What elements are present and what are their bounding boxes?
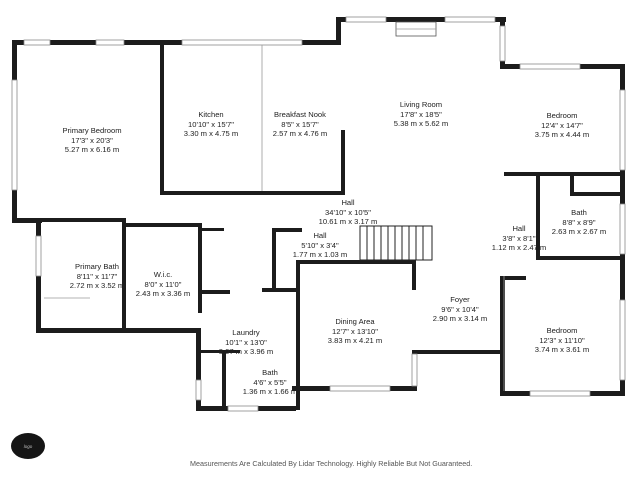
room-metric: 3.30 m x 4.75 m xyxy=(183,129,239,139)
room-imperial: 12'4" x 14'7" xyxy=(541,120,583,130)
room-name: Living Room xyxy=(399,100,443,109)
room-bath-bottom: Bath 4'6" x 5'5" 1.36 m x 1.66 m xyxy=(243,368,297,397)
room-metric: 2.72 m x 3.52 m xyxy=(69,281,125,291)
room-imperial: 4'6" x 5'5" xyxy=(253,377,287,387)
room-hall-small: Hall 5'10" x 3'4" 1.77 m x 1.03 m xyxy=(293,231,347,260)
room-imperial: 12'3" x 11'10" xyxy=(539,335,585,345)
room-name: Hall xyxy=(313,231,327,240)
room-imperial: 12'7" x 13'10" xyxy=(332,326,378,336)
room-name: Hall xyxy=(341,198,355,207)
room-hall-main: Hall 34'10" x 10'5" 10.61 m x 3.17 m xyxy=(319,198,378,227)
room-primary-bath: Primary Bath 8'11" x 11'7" 2.72 m x 3.52… xyxy=(70,262,124,291)
room-laundry: Laundry 10'1" x 13'0" 3.07 m x 3.96 m xyxy=(219,328,273,357)
room-metric: 5.27 m x 6.16 m xyxy=(64,145,120,155)
room-bath-right: Bath 8'8" x 8'9" 2.63 m x 2.67 m xyxy=(552,208,606,237)
windows xyxy=(11,16,626,412)
room-living-room: Living Room 17'8" x 18'5" 5.38 m x 5.62 … xyxy=(394,100,448,129)
room-imperial: 3'8" x 8'1" xyxy=(502,233,536,243)
room-metric: 5.38 m x 5.62 m xyxy=(393,119,449,129)
room-metric: 10.61 m x 3.17 m xyxy=(318,217,378,227)
room-name: Kitchen xyxy=(198,110,224,119)
room-name: Bath xyxy=(571,208,587,217)
room-name: Bedroom xyxy=(546,111,578,120)
room-imperial: 10'10" x 15'7" xyxy=(188,119,234,129)
room-dividers xyxy=(44,45,505,391)
room-bedroom-top: Bedroom 12'4" x 14'7" 3.75 m x 4.44 m xyxy=(535,111,589,140)
room-metric: 2.43 m x 3.36 m xyxy=(135,289,191,299)
room-name: Hall xyxy=(512,224,526,233)
room-name: Bedroom xyxy=(546,326,578,335)
room-hall-right: Hall 3'8" x 8'1" 1.12 m x 2.47 m xyxy=(492,224,546,253)
room-imperial: 17'8" x 18'5" xyxy=(400,109,442,119)
room-wic: W.i.c. 8'0" x 11'0" 2.43 m x 3.36 m xyxy=(136,270,190,299)
room-metric: 1.77 m x 1.03 m xyxy=(292,250,348,260)
room-imperial: 10'1" x 13'0" xyxy=(225,337,267,347)
room-imperial: 17'3" x 20'3" xyxy=(71,135,113,145)
room-metric: 2.90 m x 3.14 m xyxy=(432,314,488,324)
room-primary-bedroom: Primary Bedroom 17'3" x 20'3" 5.27 m x 6… xyxy=(62,126,121,155)
room-imperial: 8'0" x 11'0" xyxy=(144,279,182,289)
footer-disclaimer: Measurements Are Calculated By Lidar Tec… xyxy=(190,459,473,468)
room-metric: 3.74 m x 3.61 m xyxy=(534,345,590,355)
room-imperial: 5'10" x 3'4" xyxy=(301,240,339,250)
room-name: Bath xyxy=(262,368,278,377)
room-metric: 3.75 m x 4.44 m xyxy=(534,130,590,140)
room-imperial: 8'5" x 15'7" xyxy=(281,119,319,129)
interior-walls xyxy=(16,40,624,410)
room-metric: 3.83 m x 4.21 m xyxy=(327,336,383,346)
room-metric: 2.57 m x 4.76 m xyxy=(272,129,328,139)
brand-logo: logo xyxy=(11,433,45,459)
room-metric: 3.07 m x 3.96 m xyxy=(218,347,274,357)
fireplace xyxy=(395,21,437,37)
room-name: Primary Bedroom xyxy=(62,126,122,135)
room-imperial: 34'10" x 10'5" xyxy=(325,207,371,217)
room-bedroom-bottom: Bedroom 12'3" x 11'10" 3.74 m x 3.61 m xyxy=(535,326,589,355)
room-name: Dining Area xyxy=(335,317,375,326)
room-metric: 1.36 m x 1.66 m xyxy=(242,387,298,397)
room-imperial: 8'8" x 8'9" xyxy=(562,217,596,227)
staircase xyxy=(359,225,433,261)
room-foyer: Foyer 9'6" x 10'4" 2.90 m x 3.14 m xyxy=(433,295,487,324)
room-dining-area: Dining Area 12'7" x 13'10" 3.83 m x 4.21… xyxy=(328,317,382,346)
room-name: Primary Bath xyxy=(75,262,119,271)
room-kitchen: Kitchen 10'10" x 15'7" 3.30 m x 4.75 m xyxy=(184,110,238,139)
room-name: Foyer xyxy=(450,295,470,304)
room-name: Breakfast Nook xyxy=(274,110,326,119)
room-metric: 2.63 m x 2.67 m xyxy=(551,227,607,237)
room-name: Laundry xyxy=(232,328,260,337)
room-breakfast-nook: Breakfast Nook 8'5" x 15'7" 2.57 m x 4.7… xyxy=(273,110,327,139)
room-imperial: 9'6" x 10'4" xyxy=(441,304,479,314)
room-metric: 1.12 m x 2.47 m xyxy=(491,243,547,253)
room-name: W.i.c. xyxy=(153,270,173,279)
room-imperial: 8'11" x 11'7" xyxy=(76,271,118,281)
